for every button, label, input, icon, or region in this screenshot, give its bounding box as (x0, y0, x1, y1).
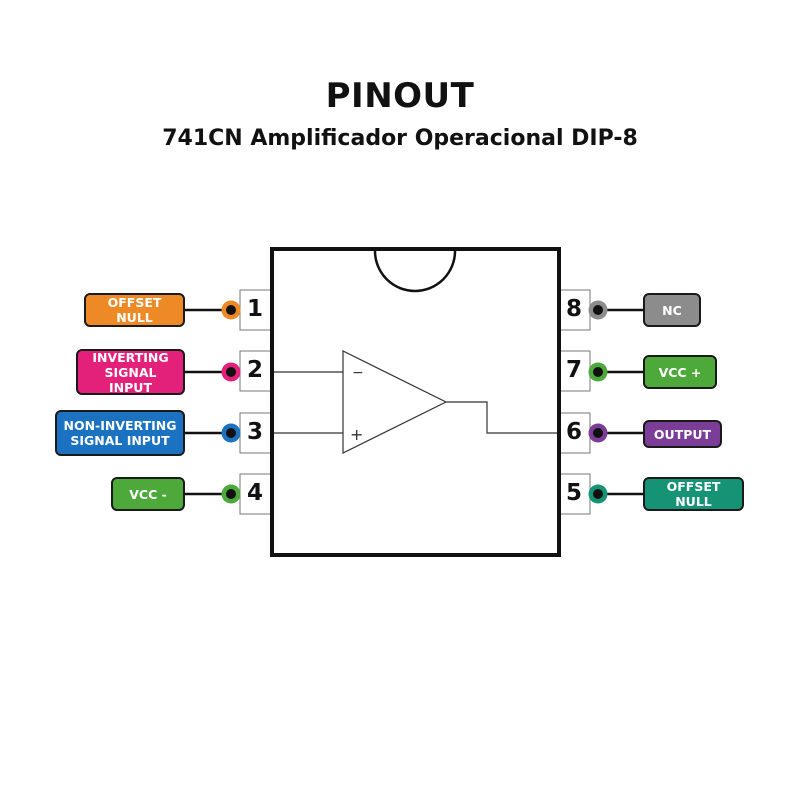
opamp-triangle (342, 350, 448, 454)
left-connectors (183, 308, 230, 496)
plus-symbol: + (350, 425, 363, 444)
pin-number-8: 8 (565, 296, 582, 322)
pin-number-7: 7 (565, 357, 582, 383)
pin-8-label-text: NC (662, 302, 682, 318)
pin-6-dot-center (593, 428, 603, 438)
pin-box-6 (558, 412, 591, 454)
pin-number-4: 4 (246, 480, 263, 506)
pin-5-dot-center (593, 489, 603, 499)
pin-4-label: VCC - (111, 477, 185, 511)
minus-symbol: − (352, 365, 364, 381)
pin-3-label-line1: NON-INVERTING (63, 418, 177, 433)
chip-notch (373, 250, 457, 293)
page-subtitle: 741CN Amplificador Operacional DIP-8 (162, 126, 638, 151)
pin-box-1 (239, 289, 272, 331)
pin-number-5: 5 (565, 480, 582, 506)
pin-5-label-text: OFFSET NULL (666, 479, 721, 509)
pin-2-label-line2: SIGNAL INPUT (104, 364, 157, 395)
right-pin-boxes (558, 289, 591, 515)
right-connectors (598, 308, 645, 496)
pin-7-dot-center (593, 367, 603, 377)
pin-1-label: OFFSET NULL (84, 293, 185, 327)
pin-1-label-text: OFFSET NULL (107, 295, 162, 325)
pin-6-label-text: OUTPUT (653, 426, 712, 442)
pin-3-label-line2: SIGNAL INPUT (70, 433, 170, 448)
pin-3-dot-center (226, 428, 236, 438)
pin-4-dot-center (226, 489, 236, 499)
pin-7-label-text: VCC + (658, 364, 702, 380)
chip-body (270, 247, 561, 557)
pin-box-7 (558, 350, 591, 392)
pin-number-1: 1 (246, 296, 263, 322)
pin-7-label: VCC + (643, 355, 717, 389)
pin-number-2: 2 (246, 357, 263, 383)
pin-2-label-line1: INVERTING (92, 349, 169, 365)
pin-box-8 (558, 289, 591, 331)
pin-4-label-text: VCC - (129, 486, 167, 502)
pin-8-label: NC (643, 293, 701, 327)
pin-box-5 (558, 473, 591, 515)
pin-number-6: 6 (565, 419, 582, 445)
pin-1-dot-center (226, 305, 236, 315)
pin-5-label: OFFSET NULL (643, 477, 744, 511)
pin-number-3: 3 (246, 419, 263, 445)
pin-8-dot-center (593, 305, 603, 315)
page-title: PINOUT (325, 76, 475, 116)
pin-box-4 (239, 473, 272, 515)
pin-6-label: OUTPUT (643, 420, 722, 448)
pin-2-dot-center (226, 367, 236, 377)
output-wire (446, 401, 557, 434)
